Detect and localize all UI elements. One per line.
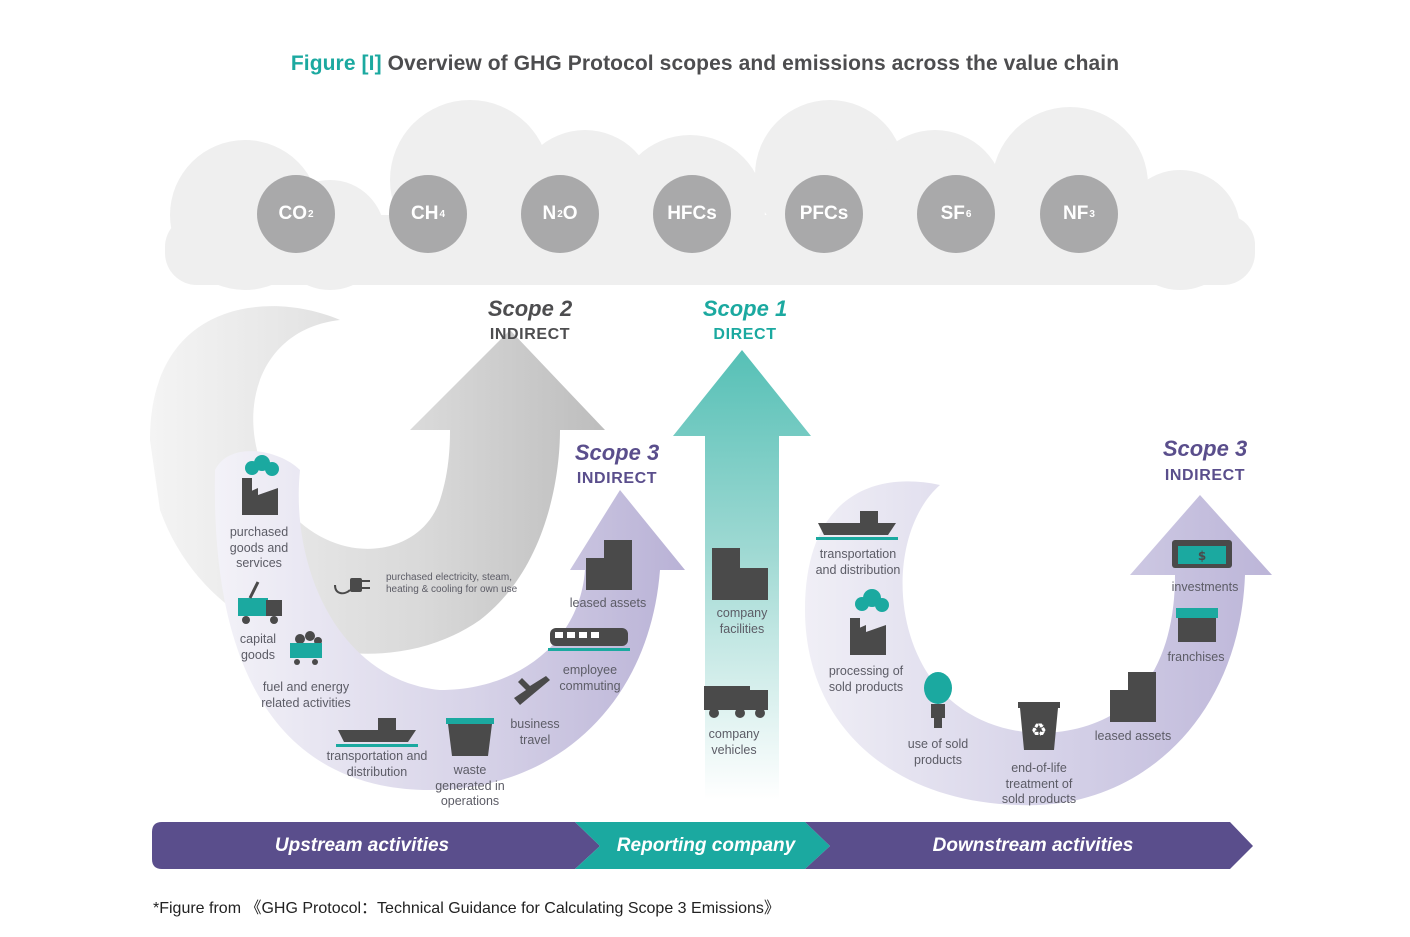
label-franchises: franchises (1167, 650, 1225, 664)
label-capital-goods: capital goods (239, 632, 277, 662)
money-icon: $ (1172, 540, 1232, 568)
label-company-facilities: company facilities (716, 606, 768, 636)
label-purchased-electricity: purchased electricity, steam, heating & … (386, 572, 518, 595)
light-bulb-icon (924, 672, 952, 728)
coal-cart-icon (290, 631, 322, 665)
label-use-of-sold-products: use of sold products (907, 737, 969, 767)
label-investments: investments (1171, 580, 1239, 594)
label-end-of-life: end-of-life treatment of sold products (1001, 761, 1077, 806)
processing-factory-icon (850, 589, 889, 655)
tow-truck-icon (238, 581, 282, 624)
figure-number: Figure [I] (290, 52, 382, 75)
plug-icon (334, 578, 370, 595)
label-transport-downstream: transportation and distribution (815, 547, 901, 577)
bar-upstream-label: Upstream activities (274, 835, 450, 856)
label-fuel-energy: fuel and energy related activities (261, 680, 351, 710)
ship-downstream-icon (816, 511, 898, 540)
recycle-bin-icon: ♻ (1018, 702, 1060, 750)
scope3-downstream-arrow (805, 481, 1272, 806)
label-processing: processing of sold products (828, 664, 904, 694)
train-icon (548, 628, 630, 651)
factory-cloud-icon (242, 455, 279, 515)
label-leased-assets-upstream: leased assets (569, 596, 647, 610)
storefront-icon (1176, 608, 1218, 642)
scope3-downstream-title: Scope 3 (1162, 436, 1248, 461)
scope3-downstream-kind: INDIRECT (1164, 467, 1246, 484)
scope1-kind: DIRECT (713, 326, 777, 343)
scope1-title: Scope 1 (702, 296, 788, 321)
scope3-upstream-arrow (214, 451, 685, 790)
airplane-icon (514, 676, 550, 705)
figure-title-text: Overview of GHG Protocol scopes and emis… (387, 52, 1120, 75)
scope2-kind: INDIRECT (489, 326, 571, 343)
label-company-vehicles: company vehicles (708, 727, 760, 757)
gas-pfcs: PFCs (785, 175, 863, 253)
bar-downstream-label: Downstream activities (932, 835, 1134, 856)
dumpster-icon (446, 718, 494, 756)
company-building-icon (712, 548, 768, 600)
label-transport-upstream: transportation and distribution (326, 749, 428, 779)
scope3-upstream-title: Scope 3 (574, 440, 660, 465)
svg-text:♻: ♻ (1031, 720, 1047, 741)
truck-icon (704, 686, 768, 718)
scope3-upstream-kind: INDIRECT (576, 470, 658, 487)
label-leased-assets-downstream: leased assets (1094, 729, 1172, 743)
label-waste: waste generated in operations (435, 763, 505, 808)
footnote: *Figure from 《GHG Protocol：Technical Gui… (153, 900, 780, 917)
scope2-title: Scope 2 (487, 296, 573, 321)
building-upstream-icon (586, 540, 632, 590)
label-purchased-goods: purchased goods and services (229, 525, 289, 570)
label-employee-commuting: employee commuting (559, 663, 621, 693)
svg-text:$: $ (1198, 549, 1206, 563)
activity-bar (152, 822, 1253, 869)
gas-hfcs: HFCs (653, 175, 731, 253)
ship-upstream-icon (336, 718, 418, 747)
building-downstream-icon (1110, 672, 1156, 722)
figure-title: Figure [I] Overview of GHG Protocol scop… (0, 52, 1410, 76)
label-business-travel: business travel (510, 717, 560, 747)
bar-reporting-label: Reporting company (616, 835, 796, 856)
